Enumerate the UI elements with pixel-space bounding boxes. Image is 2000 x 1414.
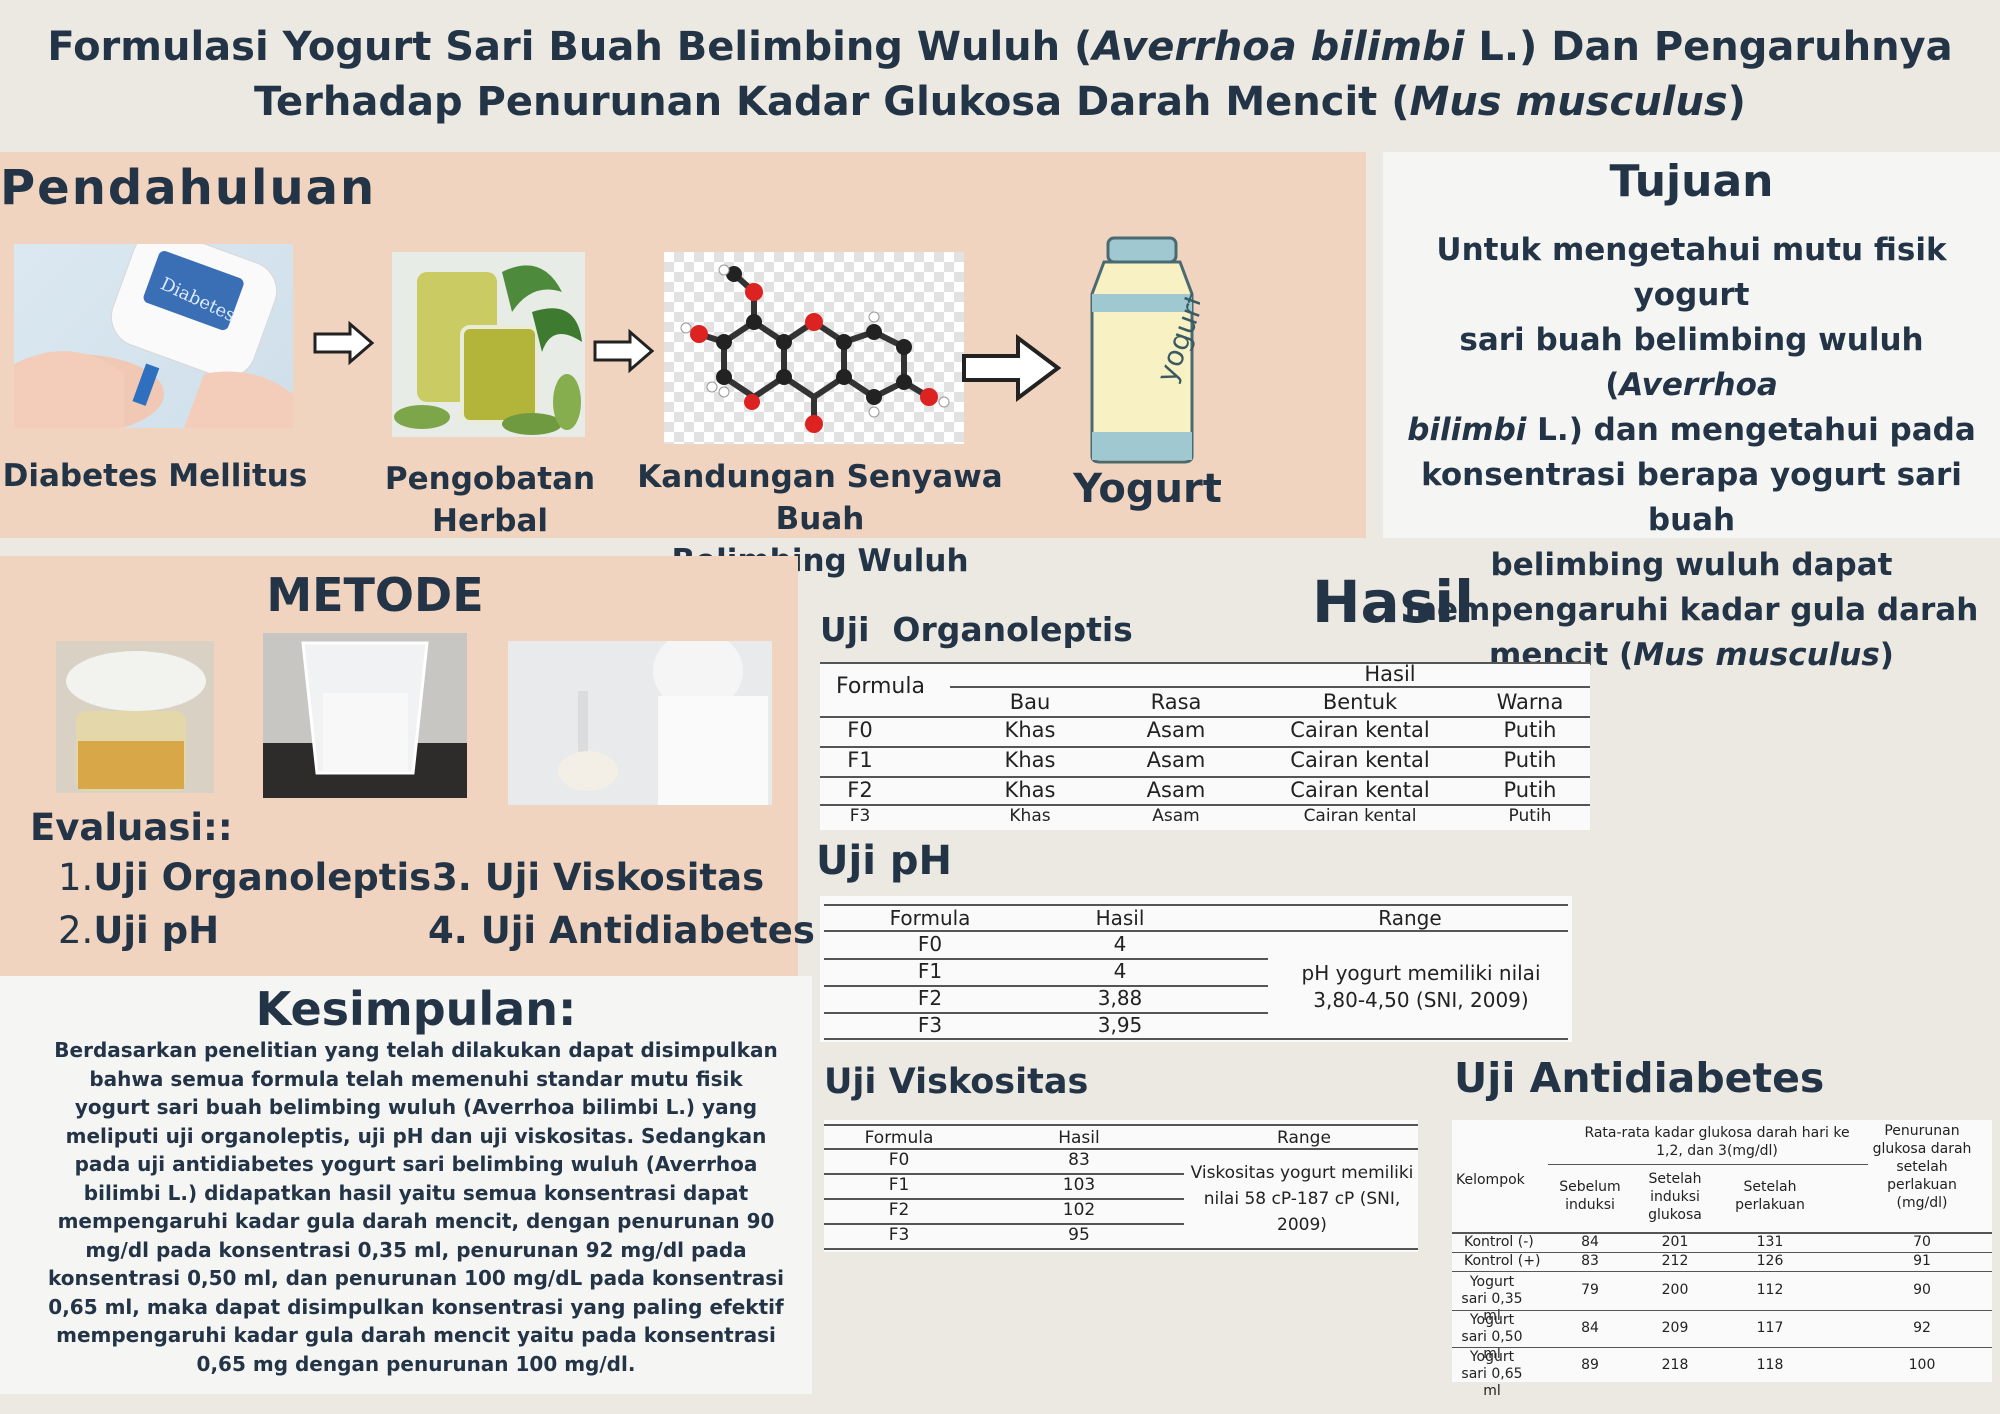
organoleptis-heading: Uji Organoleptis bbox=[820, 610, 1133, 649]
list-item: Uji pH bbox=[93, 909, 220, 952]
arrow-icon bbox=[593, 328, 655, 374]
table-row: F2 bbox=[888, 1200, 910, 1220]
molecule-image bbox=[664, 252, 964, 444]
table-row: F1 bbox=[917, 959, 943, 983]
table-row: 4 bbox=[1113, 959, 1127, 983]
table-header: Setelah perlakuan bbox=[1735, 1179, 1805, 1213]
yogurt-bottle-icon: yogurt bbox=[1090, 236, 1200, 464]
table-header: Hasil bbox=[1364, 662, 1416, 686]
table-header: Hasil bbox=[1095, 906, 1145, 930]
filtration-image bbox=[56, 641, 214, 793]
kesimpulan-heading: Kesimpulan: bbox=[255, 982, 577, 1036]
table-header: Range bbox=[1378, 906, 1442, 930]
table-row: F2 Khas Asam Cairan kental Putih bbox=[847, 778, 1557, 802]
tujuan-text: Untuk mengetahui mutu fisik yogurt sari … bbox=[1404, 232, 1979, 673]
table-header: Kelompok bbox=[1456, 1172, 1525, 1188]
ph-heading: Uji pH bbox=[816, 838, 952, 884]
kesimpulan-text: Berdasarkan penelitian yang telah dilaku… bbox=[48, 1038, 784, 1376]
viskositas-range: Viskositas yogurt memiliki nilai 58 cP-1… bbox=[1190, 1163, 1414, 1235]
evaluasi-label: Evaluasi:: bbox=[30, 806, 233, 849]
table-header: Hasil bbox=[1058, 1128, 1100, 1148]
table-header: Rasa bbox=[1150, 690, 1202, 714]
table-header: Range bbox=[1277, 1128, 1331, 1148]
table-row: 103 bbox=[1062, 1175, 1096, 1195]
table-header: Formula bbox=[889, 906, 971, 930]
table-row: Yogurt sari 0,65 ml 89 218 118 100 bbox=[1461, 1349, 1936, 1399]
table-row: F0 bbox=[917, 932, 943, 956]
arrow-icon bbox=[962, 334, 1062, 402]
table-row: F1 Khas Asam Cairan kental Putih bbox=[847, 748, 1557, 772]
table-row: Kontrol (-) 84 201 131 70 bbox=[1464, 1234, 1931, 1250]
list-item: Uji Viskositas bbox=[484, 856, 765, 899]
herbal-juice-image bbox=[392, 252, 585, 437]
table-header: Warna bbox=[1496, 690, 1564, 714]
table-row: 95 bbox=[1068, 1225, 1090, 1245]
table-row: F0 Khas Asam Cairan kental Putih bbox=[847, 718, 1557, 742]
hasil-heading: Hasil bbox=[1312, 568, 1474, 636]
poster-title: Formulasi Yogurt Sari Buah Belimbing Wul… bbox=[47, 24, 1953, 125]
table-row: 83 bbox=[1068, 1150, 1090, 1170]
table-row: F3 Khas Asam Cairan kental Putih bbox=[849, 806, 1552, 826]
arrow-icon bbox=[313, 320, 375, 366]
table-row: 3,88 bbox=[1097, 986, 1143, 1010]
antidiabetes-table: Kelompok Rata-rata kadar glukosa darah h… bbox=[1452, 1120, 1992, 1399]
table-header: Setelah induksi glukosa bbox=[1648, 1171, 1702, 1223]
caption-yogurt: Yogurt bbox=[1073, 466, 1222, 512]
table-header: Formula bbox=[836, 674, 925, 699]
table-row: 102 bbox=[1062, 1200, 1096, 1220]
table-header: Penurunan glukosa darah setelah perlakua… bbox=[1872, 1123, 1972, 1211]
diabetes-meter-image: Diabetes bbox=[14, 244, 293, 428]
table-header: Sebelum induksi bbox=[1559, 1179, 1621, 1213]
ph-table: Formula Hasil Range F0 4 F1 4 F2 3,88 F3… bbox=[820, 896, 1572, 1042]
table-row: F3 bbox=[917, 1013, 943, 1037]
viskositas-table: Formula Hasil Range F0 83 F1 103 F2 102 … bbox=[824, 1120, 1418, 1252]
table-header: Rata-rata kadar glukosa darah hari ke 1,… bbox=[1584, 1125, 1850, 1159]
table-header: Bau bbox=[1009, 690, 1051, 714]
table-row: F0 bbox=[888, 1150, 910, 1170]
table-row: 4 bbox=[1113, 932, 1127, 956]
kesimpulan-panel bbox=[0, 976, 812, 1394]
table-row: 3,95 bbox=[1097, 1013, 1143, 1037]
antidiabetes-heading: Uji Antidiabetes bbox=[1454, 1054, 1825, 1102]
table-row: Yogurt sari 0,35 ml 79 200 112 90 bbox=[1461, 1274, 1931, 1324]
viskositas-heading: Uji Viskositas bbox=[824, 1062, 1089, 1102]
pendahuluan-heading: Pendahuluan bbox=[0, 160, 377, 216]
table-row: Yogurt sari 0,50 ml 84 209 117 92 bbox=[1461, 1312, 1931, 1362]
list-item: Uji Organoleptis bbox=[93, 856, 432, 899]
table-header: Bentuk bbox=[1322, 690, 1398, 714]
organoleptis-table: Formula Hasil Bau Rasa Bentuk Warna F0 K… bbox=[820, 662, 1590, 830]
lab-worker-image bbox=[508, 641, 772, 805]
tujuan-panel bbox=[1383, 152, 2000, 538]
table-row: Kontrol (+) 83 212 126 91 bbox=[1464, 1253, 1931, 1269]
table-header: Formula bbox=[864, 1128, 934, 1148]
ph-range: pH yogurt memiliki nilai 3,80-4,50 (SNI,… bbox=[1301, 961, 1541, 1012]
list-item: Uji Antidiabetes bbox=[480, 909, 815, 952]
metode-heading: METODE bbox=[266, 568, 484, 622]
table-row: F1 bbox=[888, 1175, 910, 1195]
table-row: F2 bbox=[917, 986, 943, 1010]
caption-diabetes: Diabetes Mellitus bbox=[2, 458, 308, 494]
milk-beaker-image bbox=[263, 633, 467, 798]
table-row: F3 bbox=[888, 1225, 910, 1245]
tujuan-heading: Tujuan bbox=[1609, 156, 1774, 207]
